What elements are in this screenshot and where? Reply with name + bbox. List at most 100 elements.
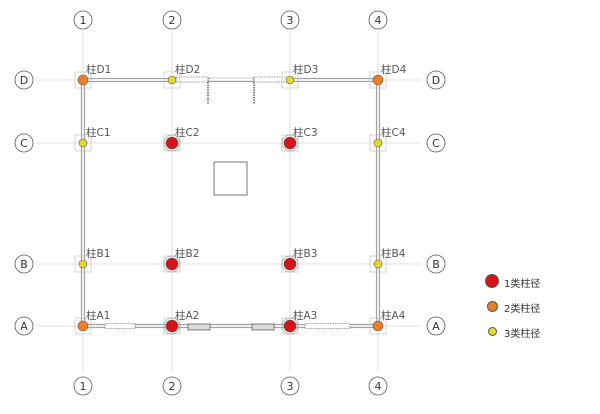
column-dot [78, 259, 88, 269]
axis-label-col-3: 3 [287, 380, 294, 393]
axis-bubble-col-4 [368, 376, 388, 396]
column-node-D4: 柱D4 [369, 63, 407, 89]
axis-bubble-row-C [426, 133, 446, 153]
wall-line-0 [80, 77, 381, 329]
axis-label-row-B: B [20, 258, 28, 271]
axis-label-col-2: 2 [169, 14, 176, 27]
axis-bubble-row-A [14, 316, 34, 336]
legend-item-class-1: 1类柱径 [482, 272, 592, 292]
wall-details [104, 76, 351, 331]
column-node-B3: 柱B3 [281, 247, 317, 273]
column-node-D2: 柱D2 [163, 63, 200, 89]
column-dot [165, 136, 179, 150]
axis-bubble-col-3 [280, 10, 300, 30]
column-label: 柱D2 [175, 63, 200, 76]
axis-label-row-A: A [432, 320, 440, 333]
column-label: 柱C1 [86, 126, 111, 139]
column-label: 柱B4 [381, 247, 406, 260]
axis-label-row-D: D [20, 74, 28, 87]
column-outline [281, 255, 299, 273]
axis-label-row-C: C [20, 137, 28, 150]
axis-label-row-B: B [432, 258, 440, 271]
column-dot [372, 320, 384, 332]
column-label: 柱D3 [293, 63, 318, 76]
column-footprint [369, 255, 387, 273]
column-outline [281, 134, 299, 152]
column-node-C4: 柱C4 [369, 126, 406, 152]
column-footprint [74, 255, 92, 273]
axis-label-col-1: 1 [80, 380, 87, 393]
column-label: 柱A1 [86, 309, 110, 322]
legend-dot-yellow [487, 326, 497, 336]
column-dot [372, 74, 384, 86]
column-dot [165, 319, 179, 333]
legend-dot-red [485, 274, 499, 288]
axis-bubble-row-B [426, 254, 446, 274]
axis-bubble-row-A [426, 316, 446, 336]
column-label: 柱B2 [175, 247, 199, 260]
top-opening [209, 77, 254, 82]
axis-bubble-col-2 [162, 376, 182, 396]
column-label: 柱A2 [175, 309, 199, 322]
column-footprint [369, 71, 387, 89]
axis-bubble-row-C [14, 133, 34, 153]
column-footprint [74, 71, 92, 89]
axis-bubble-row-D [426, 70, 446, 90]
legend-dot-orange [486, 300, 498, 312]
axis-label-col-1: 1 [80, 14, 87, 27]
axis-label-row-D: D [432, 74, 440, 87]
column-node-D1: 柱D1 [74, 63, 111, 89]
column-node-A4: 柱A4 [369, 309, 406, 335]
column-label: 柱A3 [293, 309, 317, 322]
column-node-A1: 柱A1 [74, 309, 110, 335]
column-footprint [369, 317, 387, 335]
bottom-stair-right [251, 323, 275, 331]
column-outline [281, 317, 299, 335]
axis-label-row-A: A [20, 320, 28, 333]
legend-item-class-2: 2类柱径 [482, 297, 592, 317]
column-node-A3: 柱A3 [281, 309, 317, 335]
legend-label: 2类柱径 [504, 304, 541, 315]
column-footprint [74, 134, 92, 152]
axis-bubble-row-D [14, 70, 34, 90]
axis-label-col-3: 3 [287, 14, 294, 27]
bottom-window-0 [104, 323, 136, 329]
column-dot [77, 74, 89, 86]
axis-label-row-C: C [432, 137, 440, 150]
column-dot [283, 136, 297, 150]
column-dot [373, 138, 383, 148]
column-dot [373, 259, 383, 269]
column-outline [163, 317, 181, 335]
legend-label: 3类柱径 [504, 329, 541, 340]
legend: 1类柱径 2类柱径 3类柱径 [482, 272, 592, 347]
bottom-stair-left [187, 323, 211, 331]
column-dot [285, 75, 295, 85]
column-node-C2: 柱C2 [163, 126, 200, 152]
column-label: 柱A4 [381, 309, 406, 322]
column-node-B1: 柱B1 [74, 247, 110, 273]
column-node-C3: 柱C3 [281, 126, 318, 152]
building-walls [80, 77, 381, 329]
axis-bubble-col-3 [280, 376, 300, 396]
column-dot [283, 319, 297, 333]
column-dot [167, 75, 177, 85]
axis-label-col-4: 4 [375, 14, 382, 27]
column-dot [78, 138, 88, 148]
legend-item-class-3: 3类柱径 [482, 322, 592, 342]
column-nodes: 柱D1 柱D2 柱D3 柱D4 柱C1 柱C2 柱C3 柱C4 柱B1 柱B2 柱B3 柱B4 柱A1 柱… [74, 63, 407, 335]
column-node-B4: 柱B4 [369, 247, 406, 273]
column-label: 柱D1 [86, 63, 111, 76]
axis-label-col-2: 2 [169, 380, 176, 393]
axis-bubble-col-4 [368, 10, 388, 30]
column-node-C1: 柱C1 [74, 126, 111, 152]
bottom-window-2 [304, 323, 351, 329]
column-node-B2: 柱B2 [163, 247, 199, 273]
column-dot [165, 257, 179, 271]
column-dot [77, 320, 89, 332]
axis-bubble-col-1 [73, 10, 93, 30]
column-dot [283, 257, 297, 271]
column-footprint [74, 317, 92, 335]
top-window-left [175, 76, 209, 83]
